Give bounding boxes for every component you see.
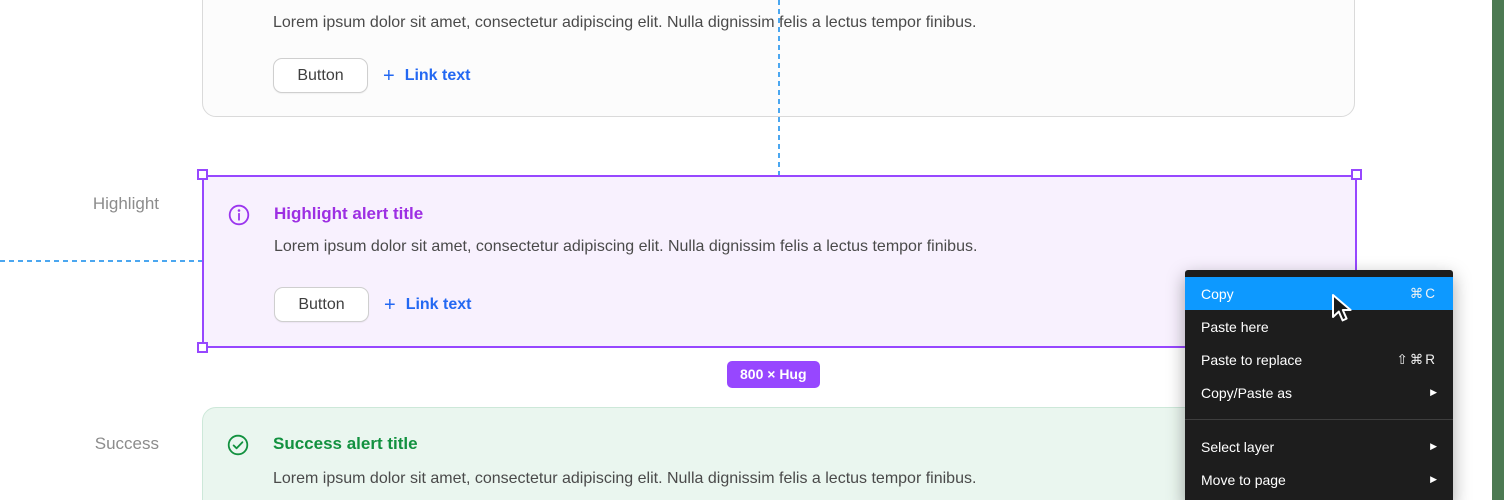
menu-item-label: Copy/Paste as	[1201, 384, 1293, 401]
alert-body-text: Lorem ipsum dolor sit amet, consectetur …	[274, 238, 978, 255]
alert-title: Success alert title	[273, 434, 418, 453]
green-edge-strip	[1492, 0, 1504, 500]
submenu-arrow-icon: ▶	[1430, 387, 1437, 397]
distance-guide-vertical	[778, 0, 780, 176]
section-label-highlight: Highlight	[92, 194, 159, 213]
plus-icon: +	[383, 64, 395, 87]
plus-icon: +	[384, 293, 396, 316]
menu-separator	[1185, 419, 1453, 420]
submenu-arrow-icon: ▶	[1430, 474, 1437, 484]
alert-button[interactable]: Button	[273, 58, 368, 93]
alert-button[interactable]: Button	[274, 287, 369, 322]
menu-item-label: Paste to replace	[1201, 351, 1303, 368]
selection-handle[interactable]	[197, 169, 208, 180]
menu-item-move-to-page[interactable]: Move to page ▶	[1185, 463, 1453, 496]
alert-card-highlight[interactable]: Highlight alert title Lorem ipsum dolor …	[202, 175, 1357, 348]
menu-item-select-layer[interactable]: Select layer ▶	[1185, 430, 1453, 463]
selection-handle[interactable]	[197, 342, 208, 353]
alert-card-success[interactable]: Success alert title Lorem ipsum dolor si…	[202, 407, 1357, 500]
menu-item-label: Move to page	[1201, 471, 1286, 488]
selection-handle[interactable]	[1351, 169, 1362, 180]
size-badge: 800 × Hug	[727, 361, 820, 388]
context-menu: Copy ⌘C Paste here Paste to replace ⇧⌘R …	[1185, 270, 1453, 500]
menu-item-copy[interactable]: Copy ⌘C	[1185, 277, 1453, 310]
alert-body-text: Lorem ipsum dolor sit amet, consectetur …	[273, 14, 977, 31]
menu-item-copy-paste-as[interactable]: Copy/Paste as ▶	[1185, 376, 1453, 409]
menu-shortcut: ⇧⌘R	[1396, 351, 1437, 367]
cursor-icon	[1332, 294, 1352, 322]
alert-link[interactable]: + Link text	[384, 287, 471, 322]
section-label-success: Success	[94, 434, 159, 453]
submenu-arrow-icon: ▶	[1430, 441, 1437, 451]
info-icon	[228, 204, 250, 226]
link-label: Link text	[405, 295, 472, 313]
menu-item-paste-to-replace[interactable]: Paste to replace ⇧⌘R	[1185, 343, 1453, 376]
alert-link[interactable]: + Link text	[383, 58, 470, 93]
menu-shortcut: ⌘C	[1409, 285, 1437, 301]
check-circle-icon	[227, 434, 249, 456]
link-label: Link text	[404, 66, 471, 84]
menu-item-label: Select layer	[1201, 438, 1275, 455]
menu-item-label: Paste here	[1201, 318, 1269, 335]
menu-item-label: Copy	[1201, 285, 1234, 302]
distance-guide-horizontal	[0, 260, 203, 262]
alert-title: Highlight alert title	[274, 204, 424, 223]
alert-body-text: Lorem ipsum dolor sit amet, consectetur …	[273, 470, 977, 487]
menu-item-paste-here[interactable]: Paste here	[1185, 310, 1453, 343]
